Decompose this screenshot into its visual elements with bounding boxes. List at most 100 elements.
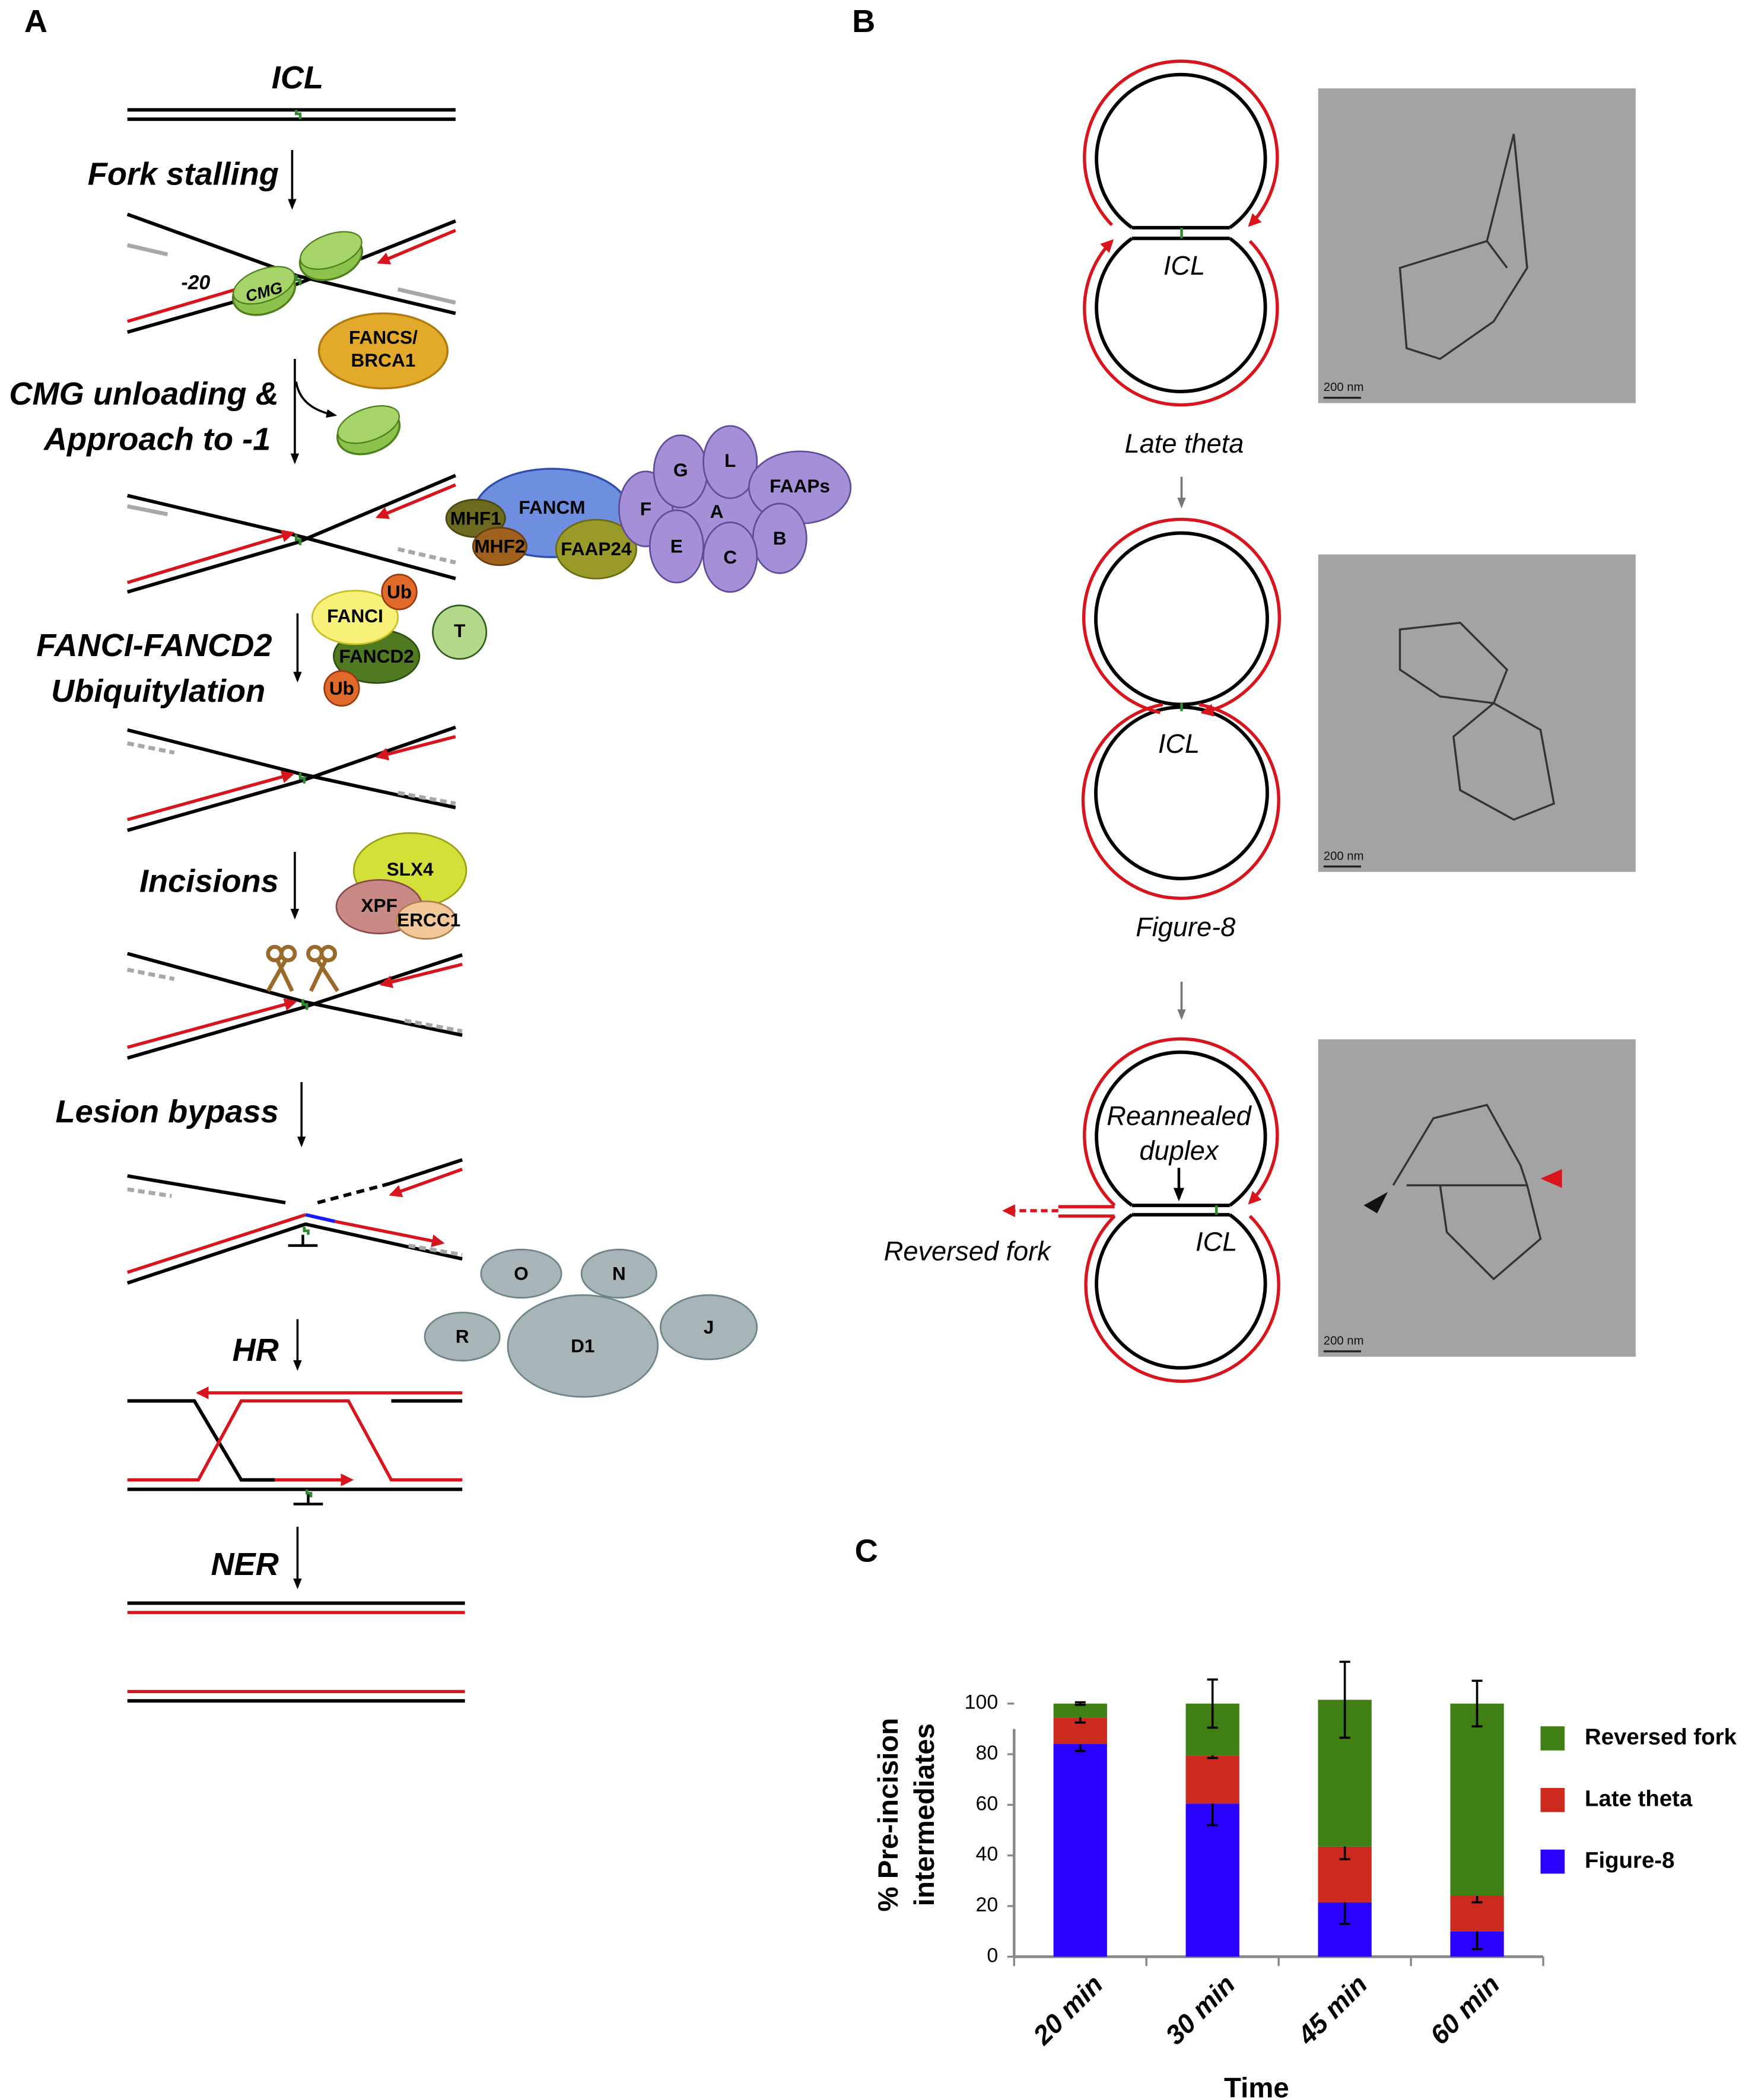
figure-8-label: Figure-8 [1136, 912, 1235, 942]
y-tick-label: 80 [976, 1742, 999, 1764]
panel-label-b: B [852, 4, 875, 39]
fancj-label: J [704, 1316, 714, 1338]
fancg-label: G [673, 459, 688, 481]
ubiquitin-label: Ub [329, 677, 354, 699]
fancm-label: FANCM [519, 497, 585, 518]
cmg-helicase-icon [298, 231, 363, 281]
scissors-icon [266, 944, 297, 992]
fanca-label: A [710, 501, 724, 522]
curved-arrow-icon [295, 381, 338, 418]
scale-bar-label: 200 nm [1324, 849, 1364, 863]
fancs-brca1-protein [317, 312, 449, 390]
mhf1-label: MHF1 [450, 507, 501, 529]
fancd1-label: D1 [571, 1335, 594, 1357]
hr-intermediate [127, 1386, 463, 1506]
faap24-label: FAAP24 [561, 538, 632, 559]
y-axis-label-line1: % Pre-incision [873, 1718, 904, 1912]
step-approach: Approach to -1 [43, 422, 271, 457]
reannealed-label: Reannealed [1107, 1100, 1252, 1131]
icl-label: ICL [1158, 728, 1200, 759]
mhf2-label: MHF2 [474, 536, 525, 557]
y-axis-label-line2: intermediates [909, 1723, 940, 1906]
icl-mark [294, 110, 302, 119]
scale-bar-label: 200 nm [1324, 381, 1364, 394]
fork-id2 [126, 726, 456, 832]
panel-b-intermediates: ICL 200 nm Late theta ICL 200 nm Figure-… [884, 59, 1636, 1383]
icl-label: ICL [272, 60, 323, 96]
slx4-label: SLX4 [387, 858, 434, 880]
intact-duplex [127, 108, 456, 121]
x-tick-label: 60 min [1424, 1969, 1505, 2050]
fancc-label: C [723, 546, 737, 568]
figure-8-micrograph: 200 nm [1318, 554, 1636, 872]
ubiquitin-label: Ub [387, 581, 412, 602]
id2-complex: FANCI FANCD2 Ub Ub T [311, 574, 488, 707]
y-tick-label: 0 [987, 1944, 998, 1967]
cmg-helicase-icon [336, 405, 401, 456]
faaps-label: FAAPs [770, 475, 830, 497]
fancf-label: F [640, 498, 651, 520]
late-theta-micrograph: 200 nm [1318, 88, 1636, 403]
late-theta-label: Late theta [1125, 428, 1244, 459]
fork-incisions [126, 944, 463, 1060]
bar-segment-figure-8 [1185, 1803, 1239, 1957]
x-tick-label: 45 min [1291, 1969, 1373, 2051]
black-arrowhead-icon [1363, 1192, 1388, 1214]
fancs-label: FANCS/ [349, 327, 418, 348]
minus-20-label: -20 [181, 272, 210, 294]
bar-segment-figure-8 [1053, 1744, 1107, 1957]
figure-8-schematic: ICL [1081, 517, 1281, 901]
fancb-label: B [773, 527, 787, 549]
y-tick-label: 60 [976, 1792, 999, 1815]
step-ubiquitylation: Ubiquitylation [51, 673, 265, 709]
late-theta-schematic: ICL [1083, 59, 1279, 407]
red-arrowhead-icon [1540, 1169, 1562, 1188]
fanco-label: O [514, 1263, 529, 1284]
legend-label: Reversed fork [1585, 1724, 1737, 1750]
fa-core-complex: FANCM MHF1 MHF2 FAAP24 F G L A FAAPs B [445, 425, 852, 593]
fork-approach-minus1 [126, 473, 456, 594]
legend-swatch [1540, 1787, 1565, 1812]
step-ner: NER [211, 1547, 278, 1582]
panel-label-a: A [24, 4, 47, 39]
scissors-icon [306, 944, 340, 992]
reversed-fork-micrograph: 200 nm [1318, 1039, 1636, 1357]
x-tick-label: 30 min [1159, 1969, 1241, 2050]
y-tick-label: 20 [976, 1894, 999, 1916]
fork-lesion-bypass [126, 1158, 463, 1285]
x-tick-label: 20 min [1027, 1969, 1109, 2051]
step-fanci-fancd2: FANCI-FANCD2 [36, 628, 272, 663]
fancr-label: R [456, 1326, 469, 1347]
legend-swatch [1540, 1726, 1565, 1751]
duplex-label: duplex [1139, 1135, 1219, 1166]
reversed-fork-label: Reversed fork [884, 1236, 1052, 1266]
fancn-label: N [612, 1263, 626, 1284]
stalled-fork: CMG -20 [126, 212, 456, 334]
y-tick-label: 100 [965, 1691, 999, 1714]
panel-a-pathway: ICL Fork stalling CMG -20 FANCS/ BRCA1 C… [9, 60, 852, 1703]
legend-swatch [1540, 1849, 1565, 1874]
repaired-duplexes [127, 1601, 465, 1703]
fancl-label: L [724, 450, 736, 471]
step-lesion-bypass: Lesion bypass [56, 1094, 279, 1129]
step-incisions: Incisions [139, 864, 279, 899]
icl-label: ICL [1196, 1227, 1237, 1257]
step-fork-stalling: Fork stalling [88, 157, 279, 192]
legend-label: Late theta [1585, 1786, 1693, 1811]
brca1-label: BRCA1 [351, 349, 416, 371]
ercc1-label: ERCC1 [397, 909, 460, 931]
panel-label-c: C [855, 1533, 878, 1568]
xpf-label: XPF [361, 895, 397, 916]
stacked-bar-chart: 0 20 40 60 80 100 20 min 30 min 45 min 60 min Reve… [965, 1660, 1737, 2051]
x-axis-label: Time [1224, 2072, 1289, 2100]
y-tick-label: 40 [976, 1843, 999, 1866]
fanct-label: T [454, 620, 465, 641]
reversed-fork-schematic: Reannealed duplex ICL [1002, 1037, 1280, 1383]
bar-segment-late-theta [1185, 1755, 1239, 1804]
fance-label: E [670, 536, 683, 557]
mhf2-protein [472, 527, 527, 567]
fancd2-label: FANCD2 [339, 645, 414, 667]
step-cmg-unloading: CMG unloading & [9, 376, 278, 412]
scale-bar-label: 200 nm [1324, 1335, 1364, 1348]
